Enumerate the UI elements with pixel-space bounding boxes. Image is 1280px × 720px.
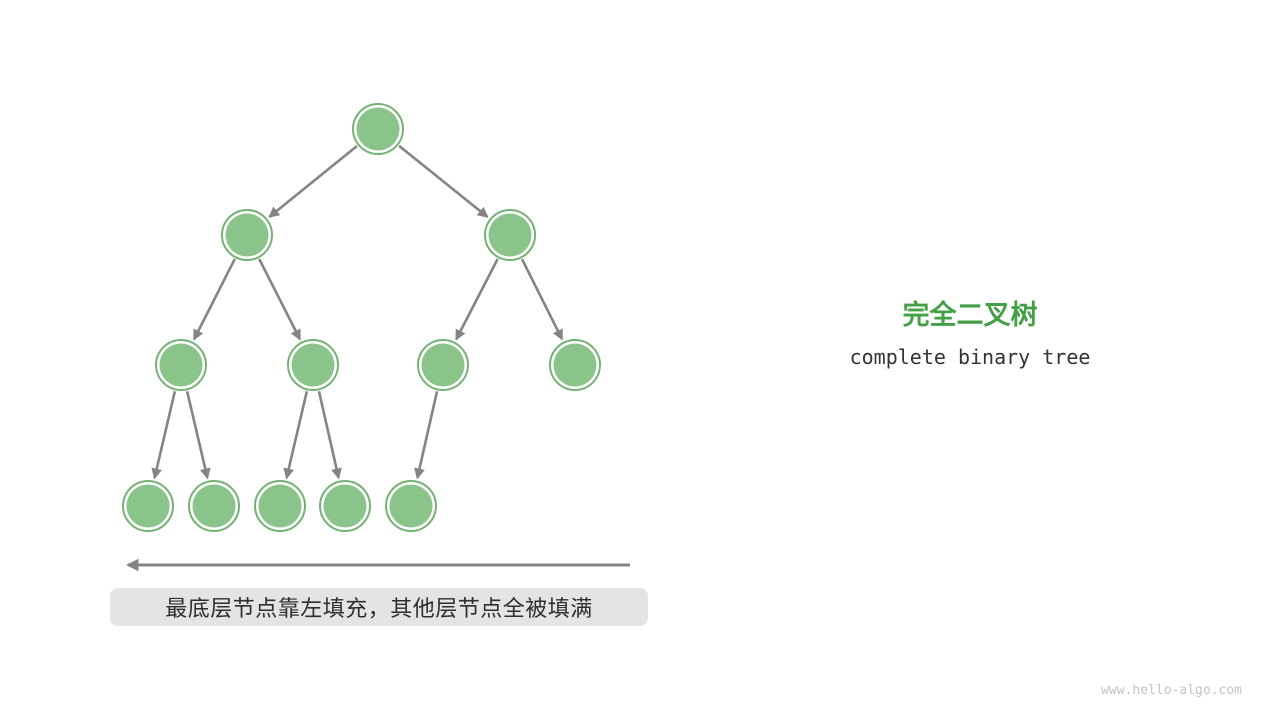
tree-node [385, 480, 437, 532]
subtitle: complete binary tree [849, 345, 1091, 369]
tree-node [417, 339, 469, 391]
tree-node [319, 480, 371, 532]
legend-panel: 完全二叉树 complete binary tree [790, 298, 1150, 369]
tree-edge [398, 144, 489, 218]
caption-box: 最底层节点靠左填充，其他层节点全被填满 [110, 588, 648, 626]
tree-edge [455, 258, 499, 341]
tree-node [287, 339, 339, 391]
watermark: www.hello-algo.com [1101, 683, 1242, 698]
tree-node [549, 339, 601, 391]
tree-edge [414, 391, 439, 480]
tree-edge [151, 390, 177, 480]
tree-node [352, 103, 404, 155]
tree-node [155, 339, 207, 391]
title: 完全二叉树 [902, 300, 1038, 330]
tree-node [254, 480, 306, 532]
tree-edge [192, 258, 236, 341]
tree-node [221, 209, 273, 261]
tree-edge [258, 258, 302, 341]
tree-edge [317, 391, 342, 480]
tree-edge [520, 258, 564, 341]
tree-node [484, 209, 536, 261]
tree-edge [268, 144, 358, 218]
tree-edge [185, 390, 211, 480]
tree-node [188, 480, 240, 532]
tree-edge [283, 390, 309, 480]
tree-node [122, 480, 174, 532]
